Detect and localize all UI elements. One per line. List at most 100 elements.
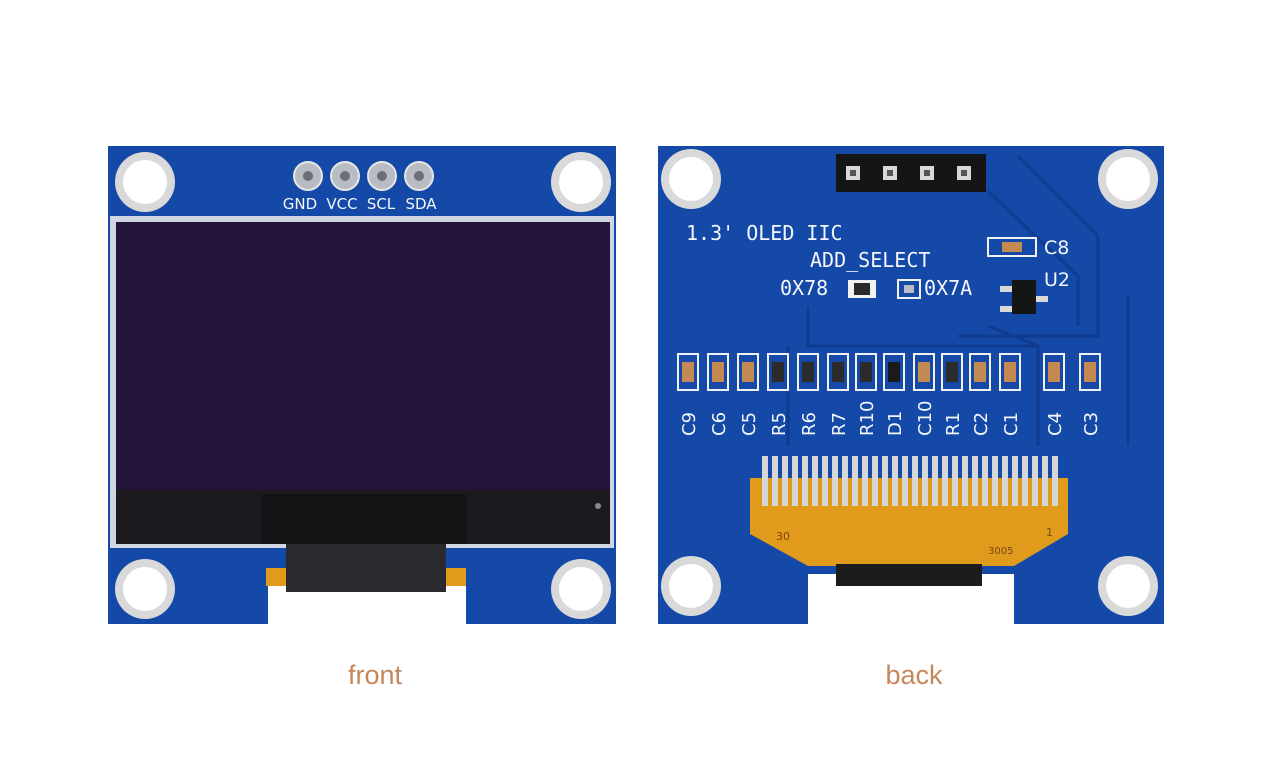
component-label: C6 xyxy=(709,412,730,436)
back-board: 1.3' OLED IIC ADD_SELECT 0X78 0X7A C8 U2… xyxy=(658,146,1164,624)
pin-label-vcc: VCC xyxy=(326,195,357,213)
component-label: C9 xyxy=(679,412,700,436)
fpc-pin xyxy=(872,456,878,506)
component-d1: D1 xyxy=(883,353,906,436)
fpc-pin xyxy=(932,456,938,506)
fpc-pin30-label: 30 xyxy=(776,530,790,543)
mounting-hole-icon xyxy=(661,149,1158,616)
component-r5: R5 xyxy=(767,353,790,436)
component-r6: R6 xyxy=(797,353,820,436)
fpc-pin xyxy=(942,456,948,506)
component-label: R10 xyxy=(857,401,878,436)
fpc-connector xyxy=(836,564,982,586)
component-label: C4 xyxy=(1045,412,1066,436)
component-c3: C3 xyxy=(1079,353,1102,436)
pin-label-scl: SCL xyxy=(367,195,396,213)
component-c5: C5 xyxy=(737,353,760,436)
fpc-pin xyxy=(1012,456,1018,506)
addr-right-label: 0X7A xyxy=(924,276,972,300)
fpc-pin xyxy=(1042,456,1048,506)
resistor-icon xyxy=(802,362,814,382)
component-c4: C4 xyxy=(1043,353,1066,436)
fpc-tab-right xyxy=(444,568,466,586)
fpc-pin xyxy=(892,456,898,506)
fpc-pin xyxy=(842,456,848,506)
fpc-code-label: 3005 xyxy=(988,546,1013,557)
capacitor-icon xyxy=(682,362,694,382)
fpc-pin xyxy=(1022,456,1028,506)
fpc-pin xyxy=(992,456,998,506)
capacitor-icon xyxy=(1084,362,1096,382)
fpc-cable xyxy=(286,544,446,592)
front-board: GND VCC SCL SDA xyxy=(108,146,616,624)
component-label: C5 xyxy=(739,412,760,436)
fpc-pin xyxy=(922,456,928,506)
capacitor-icon xyxy=(918,362,930,382)
fpc-pin xyxy=(982,456,988,506)
mounting-hole-icon xyxy=(115,152,611,619)
pin-label-sda: SDA xyxy=(405,195,437,213)
fpc-pin xyxy=(1002,456,1008,506)
addr-left-label: 0X78 xyxy=(780,276,828,300)
marker-dot xyxy=(595,503,601,509)
fpc-pin xyxy=(822,456,828,506)
capacitor-icon xyxy=(742,362,754,382)
component-r1: R1 xyxy=(941,353,964,436)
front-board-image: GND VCC SCL SDA xyxy=(108,146,616,624)
resistor-icon xyxy=(772,362,784,382)
component-c9: C9 xyxy=(677,353,700,436)
fpc-pin xyxy=(952,456,958,506)
capacitor-icon xyxy=(1048,362,1060,382)
u2-chip-icon xyxy=(1012,280,1036,314)
back-board-image: 1.3' OLED IIC ADD_SELECT 0X78 0X7A C8 U2… xyxy=(658,146,1164,624)
component-label: R6 xyxy=(799,412,820,436)
component-label: C3 xyxy=(1081,412,1102,436)
fpc-pin xyxy=(762,456,768,506)
fpc-pin xyxy=(832,456,838,506)
fpc-pin xyxy=(1032,456,1038,506)
component-r7: R7 xyxy=(827,353,850,436)
fpc-pin xyxy=(852,456,858,506)
c8-capacitor-icon xyxy=(987,237,1037,257)
fpc-pin xyxy=(862,456,868,506)
fpc-pin xyxy=(792,456,798,506)
fpc-pin xyxy=(782,456,788,506)
fpc-flex-cable xyxy=(750,478,1068,566)
u2-label: U2 xyxy=(1044,269,1070,291)
fpc-pin1-label: 1 xyxy=(1046,526,1053,539)
component-label: C1 xyxy=(1001,412,1022,436)
component-c2: C2 xyxy=(969,353,992,436)
pin-pad-icon xyxy=(293,161,434,191)
component-label: C2 xyxy=(971,412,992,436)
add-select-label: ADD_SELECT xyxy=(810,248,930,272)
component-label: R7 xyxy=(829,412,850,436)
resistor-icon xyxy=(946,362,958,382)
fpc-pin xyxy=(882,456,888,506)
board-title: 1.3' OLED IIC xyxy=(686,221,843,245)
fpc-pin xyxy=(812,456,818,506)
capacitor-icon xyxy=(1004,362,1016,382)
header-pins-icon xyxy=(836,154,986,192)
component-label: R1 xyxy=(943,412,964,436)
pin-label-gnd: GND xyxy=(283,195,317,213)
display-screen xyxy=(116,222,610,490)
c8-label: C8 xyxy=(1044,237,1069,259)
component-c6: C6 xyxy=(707,353,730,436)
component-c10: C10 xyxy=(913,353,936,436)
fpc-pin xyxy=(772,456,778,506)
capacitor-icon xyxy=(974,362,986,382)
component-label: D1 xyxy=(885,411,906,436)
addr-empty-pad-icon xyxy=(897,279,921,299)
resistor-icon xyxy=(860,362,872,382)
back-caption: back xyxy=(885,660,943,690)
fpc-pin xyxy=(802,456,808,506)
component-label: C10 xyxy=(915,401,936,436)
component-r10: R10 xyxy=(855,353,878,436)
fpc-tab-left xyxy=(266,568,288,586)
fpc-pin xyxy=(912,456,918,506)
capacitor-icon xyxy=(712,362,724,382)
component-c1: C1 xyxy=(999,353,1022,436)
diode-icon xyxy=(888,362,900,382)
resistor-icon xyxy=(832,362,844,382)
